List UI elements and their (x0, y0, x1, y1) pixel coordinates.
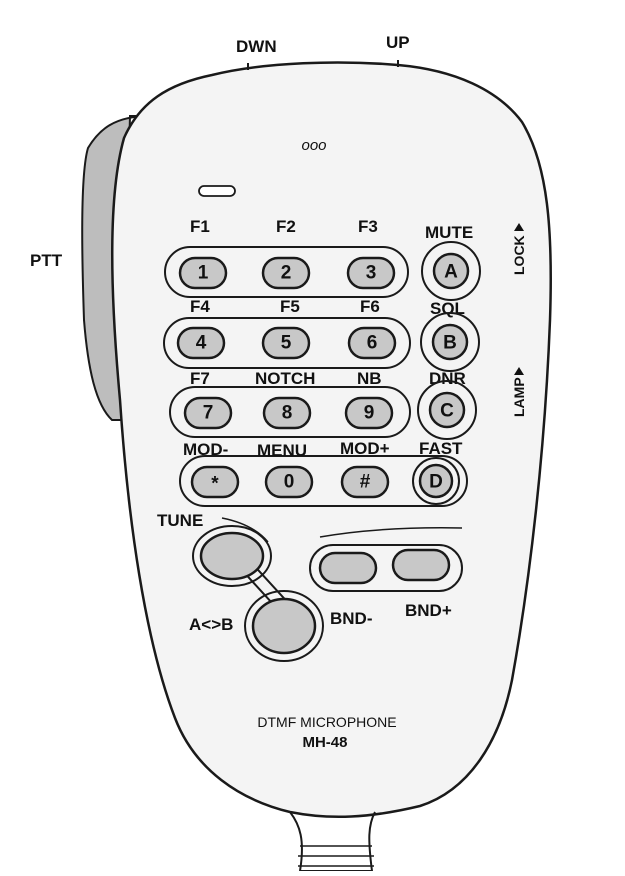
cable-strain-relief (289, 811, 376, 872)
key-0[interactable]: 0 (264, 465, 314, 499)
key-8[interactable]: 8 (262, 396, 312, 430)
key-9-label: 9 (364, 403, 375, 424)
key-7[interactable]: 7 (183, 396, 233, 430)
led-indicator (198, 185, 236, 197)
fn-label-mod-minus: MOD- (183, 440, 228, 459)
key-a[interactable]: A (421, 241, 481, 301)
a-b-button[interactable] (244, 590, 324, 662)
footer-model: MH-48 (302, 734, 347, 751)
key-3[interactable]: 3 (346, 256, 396, 290)
label-ptt: PTT (30, 251, 63, 270)
keypad: F1 F2 F3 MUTE 1 2 3 A F4 F5 F6 SQL 4 (163, 217, 481, 507)
lock-arrow-icon (514, 223, 524, 231)
key-9[interactable]: 9 (344, 396, 394, 430)
label-bnd-minus: BND- (330, 609, 373, 628)
key-0-label: 0 (284, 472, 295, 493)
key-5[interactable]: 5 (261, 326, 311, 360)
label-dwn: DWN (236, 37, 277, 56)
tune-button[interactable] (192, 525, 272, 587)
key-star[interactable]: * (190, 465, 240, 499)
label-bnd-plus: BND+ (405, 601, 452, 620)
key-b[interactable]: B (420, 312, 480, 372)
key-6-label: 6 (367, 333, 378, 354)
fn-label-f6: F6 (360, 297, 380, 316)
fn-label-mute: MUTE (425, 223, 473, 242)
key-d[interactable]: D (412, 457, 460, 505)
fn-label-f1: F1 (190, 217, 210, 236)
fn-label-f5: F5 (280, 297, 300, 316)
lamp-arrow-icon (514, 367, 524, 375)
fn-label-f7: F7 (190, 369, 210, 388)
key-star-label: * (211, 474, 219, 495)
bnd-arc-decoration (319, 527, 463, 538)
fn-label-f4: F4 (190, 297, 210, 316)
fn-label-mod-plus: MOD+ (340, 439, 390, 458)
keypad-row-3-frame (169, 386, 411, 438)
label-lock: LOCK (511, 235, 527, 275)
key-1-label: 1 (198, 263, 209, 284)
key-c-label: C (440, 401, 454, 422)
key-8-label: 8 (282, 403, 293, 424)
footer-title: DTMF MICROPHONE (257, 714, 396, 730)
keypad-row-2-frame (163, 317, 411, 369)
fn-label-f2: F2 (276, 217, 296, 236)
label-lock-group: LOCK (511, 223, 527, 275)
key-2[interactable]: 2 (261, 256, 311, 290)
label-lamp-group: LAMP (511, 367, 527, 417)
fn-label-menu: MENU (257, 441, 307, 460)
key-hash-label: # (360, 472, 371, 493)
key-3-label: 3 (366, 263, 377, 284)
key-hash[interactable]: # (340, 465, 390, 499)
key-5-label: 5 (281, 333, 292, 354)
key-6[interactable]: 6 (347, 326, 397, 360)
key-2-label: 2 (281, 263, 292, 284)
fn-label-f3: F3 (358, 217, 378, 236)
fn-label-fast: FAST (419, 439, 463, 458)
key-7-label: 7 (203, 403, 214, 424)
key-4[interactable]: 4 (176, 326, 226, 360)
key-b-label: B (443, 333, 457, 354)
key-d-label: D (429, 472, 443, 493)
key-4-label: 4 (196, 333, 207, 354)
label-a-b: A<>B (189, 615, 233, 634)
keypad-row-4-frame (179, 455, 468, 507)
key-1[interactable]: 1 (178, 256, 228, 290)
label-lamp: LAMP (511, 377, 527, 417)
bnd-plus-button[interactable] (391, 548, 451, 582)
label-up: UP (386, 33, 410, 52)
bnd-frame (309, 544, 463, 592)
fn-label-nb: NB (357, 369, 382, 388)
key-c[interactable]: C (417, 380, 477, 440)
label-tune: TUNE (157, 511, 203, 530)
key-a-label: A (444, 262, 458, 283)
fn-label-notch: NOTCH (255, 369, 315, 388)
microphone-body (110, 61, 552, 819)
speaker-dots: ooo (301, 137, 326, 154)
bnd-minus-button[interactable] (318, 551, 378, 585)
keypad-row-1-frame (164, 246, 409, 298)
